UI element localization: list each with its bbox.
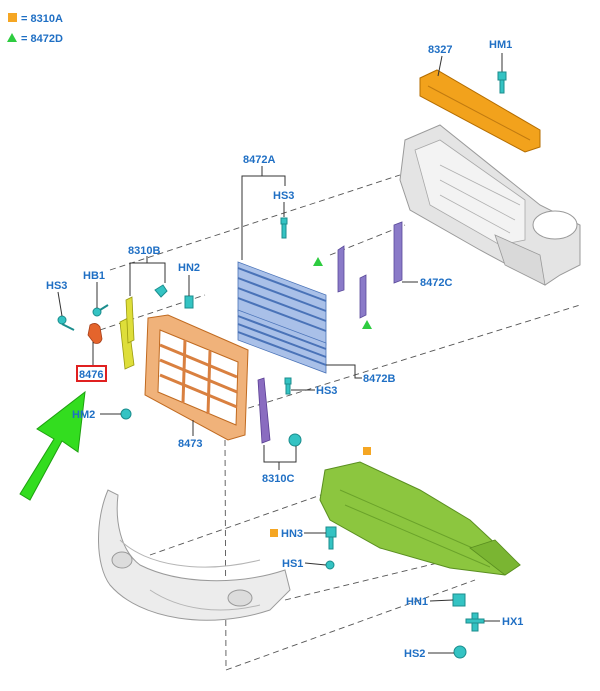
hm2-clip[interactable] [120, 408, 132, 420]
label-hn3[interactable]: HN3 [281, 528, 303, 540]
hn1-clip[interactable] [452, 593, 466, 607]
label-8473[interactable]: 8473 [178, 438, 202, 450]
part-8310b-bracket[interactable] [119, 296, 135, 370]
8472d-marker-triangle-top [313, 257, 323, 266]
hx1-clip[interactable] [465, 612, 485, 632]
label-hs1[interactable]: HS1 [282, 558, 303, 570]
part-labels: 8327 HM1 8472A HS3 8310B HN2 HB1 HS3 847… [46, 39, 523, 660]
hs1-clip[interactable] [325, 560, 335, 570]
legend-8472d-text: = 8472D [21, 33, 63, 45]
8472d-marker-triangle-bottom [362, 320, 372, 329]
legend-triangle-icon [7, 33, 17, 42]
label-8310b[interactable]: 8310B [128, 245, 160, 257]
label-8327[interactable]: 8327 [428, 44, 452, 56]
8310b-clip[interactable] [154, 284, 168, 298]
label-8310c[interactable]: 8310C [262, 473, 294, 485]
splash-shield[interactable] [319, 461, 521, 576]
hs3-mid-clip[interactable] [284, 377, 292, 395]
legend: = 8310A = 8472D [7, 13, 63, 45]
part-8327-reinforcement[interactable] [419, 69, 541, 153]
legend-8310a-text: = 8310A [21, 13, 63, 25]
hn3-clip[interactable] [325, 526, 337, 550]
pointer-arrow-icon [19, 390, 86, 501]
bumper-cover[interactable] [98, 489, 291, 621]
label-hm1[interactable]: HM1 [489, 39, 512, 51]
hn2-clip[interactable] [184, 295, 194, 309]
part-8473-frame[interactable] [144, 314, 249, 441]
hs3-top-clip[interactable] [280, 217, 288, 239]
label-8476[interactable]: 8476 [79, 369, 103, 381]
hb1-clip[interactable] [92, 304, 109, 317]
label-8472b[interactable]: 8472B [363, 373, 395, 385]
8310a-marker-square-hn3 [270, 529, 278, 537]
8310c-clip[interactable] [288, 433, 302, 447]
label-hm2[interactable]: HM2 [72, 409, 95, 421]
label-hs3-mid[interactable]: HS3 [316, 385, 337, 397]
hm1-clip[interactable] [497, 53, 507, 94]
part-8476-sensor[interactable] [87, 323, 103, 344]
label-hs3-top[interactable]: HS3 [273, 190, 294, 202]
part-8310c-bracket[interactable] [257, 377, 271, 444]
label-hs3-left[interactable]: HS3 [46, 280, 67, 292]
label-hn1[interactable]: HN1 [406, 596, 428, 608]
part-8472c-brackets[interactable] [337, 221, 403, 319]
label-hb1[interactable]: HB1 [83, 270, 105, 282]
hs2-clip[interactable] [453, 645, 467, 659]
label-hx1[interactable]: HX1 [502, 616, 523, 628]
radiator-support[interactable] [399, 124, 581, 286]
part-8476-highlight-box[interactable] [76, 365, 107, 382]
part-8472a-shutter[interactable] [237, 261, 327, 346]
8310a-marker-square-top [363, 447, 371, 455]
hs3-left-clip[interactable] [57, 315, 75, 331]
label-8472c[interactable]: 8472C [420, 277, 452, 289]
legend-square-icon [8, 13, 17, 22]
label-hs2[interactable]: HS2 [404, 648, 425, 660]
part-8472b-shutter[interactable] [237, 309, 327, 374]
leader-lines [57, 55, 500, 654]
label-8472a[interactable]: 8472A [243, 154, 275, 166]
label-hn2[interactable]: HN2 [178, 262, 200, 274]
assembly-lines [99, 174, 581, 671]
